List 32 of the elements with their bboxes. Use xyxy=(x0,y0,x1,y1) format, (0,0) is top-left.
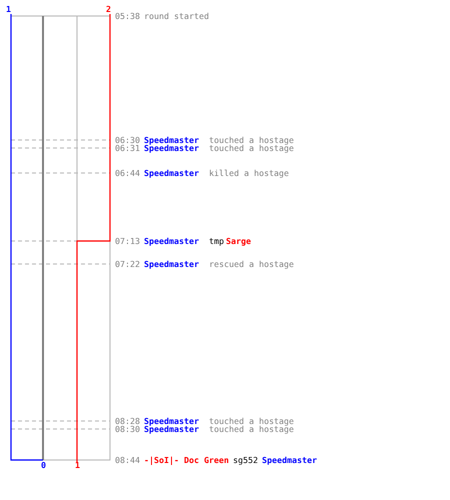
player-name: Sarge xyxy=(226,236,251,246)
event-text: killed a hostage xyxy=(209,168,289,178)
weapon-name: tmp xyxy=(209,236,224,246)
timestamp: 06:30 xyxy=(115,136,140,144)
event-text: round started xyxy=(144,12,209,20)
timestamp: 05:38 xyxy=(115,12,140,20)
timestamp: 07:22 xyxy=(115,260,140,268)
player-name: Speedmaster xyxy=(144,416,199,426)
event-text: rescued a hostage xyxy=(209,260,294,268)
count-label: 1 xyxy=(75,460,80,470)
player-name: Speedmaster xyxy=(262,456,317,464)
player-name: Speedmaster xyxy=(144,236,199,246)
timestamp: 06:44 xyxy=(115,168,140,178)
event-text: touched a hostage xyxy=(209,136,294,144)
player-name: Speedmaster xyxy=(144,136,199,144)
weapon-name: sg552 xyxy=(233,456,258,464)
event-text: touched a hostage xyxy=(209,424,294,434)
event-text: touched a hostage xyxy=(209,144,294,152)
timestamp: 08:30 xyxy=(115,424,140,434)
count-label: 0 xyxy=(41,460,46,470)
player-name: Speedmaster xyxy=(144,260,199,268)
event-text: touched a hostage xyxy=(209,416,294,426)
player-name: Speedmaster xyxy=(144,144,199,152)
timestamp: 06:31 xyxy=(115,144,140,152)
count-label: 1 xyxy=(6,4,11,14)
count-label: 2 xyxy=(106,4,111,14)
timestamp: 08:28 xyxy=(115,416,140,426)
player-name: Speedmaster xyxy=(144,168,199,178)
player-name: -|SoI|- Doc Green xyxy=(144,456,229,464)
timestamp: 07:13 xyxy=(115,236,140,246)
timestamp: 08:44 xyxy=(115,456,140,464)
player-name: Speedmaster xyxy=(144,424,199,434)
